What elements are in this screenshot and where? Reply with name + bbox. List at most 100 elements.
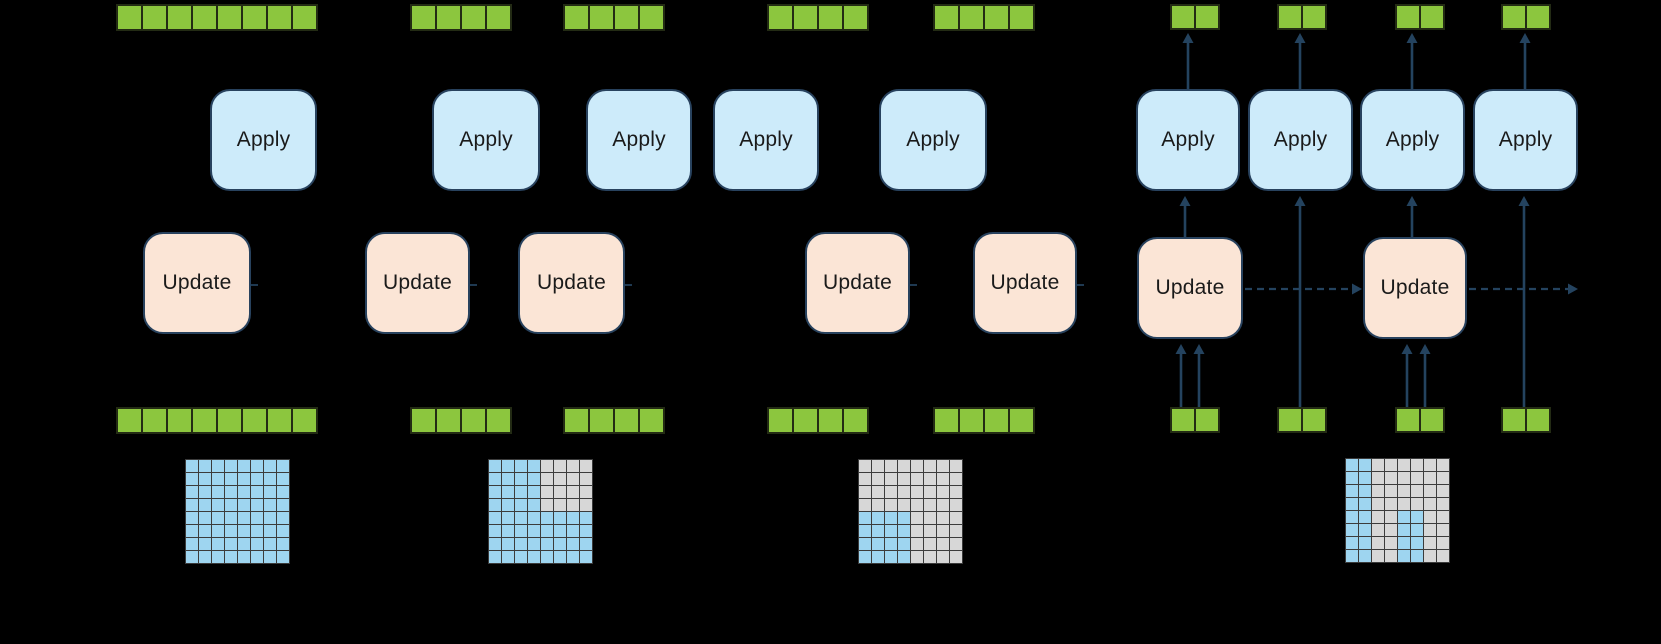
matrix-cell-skipped [1423,497,1437,511]
token-cell [1277,4,1303,30]
matrix-cell-skipped [1436,471,1450,485]
token-cell [1008,4,1035,31]
apply-box: Apply [432,89,540,191]
matrix-cell-skipped [1397,458,1411,472]
token-cell [485,4,512,31]
matrix-cell-skipped [1384,523,1398,537]
apply-box: Apply [1360,89,1465,191]
bottom-token-group [116,407,318,434]
matrix-cell-skipped [1423,458,1437,472]
token-cell [116,407,143,434]
update-label: Update [383,271,452,294]
matrix-cell-skipped [1397,484,1411,498]
matrix-cell-skipped [1371,536,1385,550]
state-matrix [1345,458,1450,563]
apply-label: Apply [459,128,513,151]
matrix-cell-skipped [1436,458,1450,472]
update-label: Update [990,271,1060,294]
matrix-cell-skipped [1436,549,1450,563]
token-cell [563,4,590,31]
apply-label: Apply [739,128,793,151]
matrix-cell-computed [1358,536,1372,550]
top-token-group [767,4,869,31]
matrix-cell-computed [276,550,290,564]
token-cell [291,407,318,434]
matrix-cell-skipped [1371,471,1385,485]
matrix-cell-skipped [949,550,963,564]
token-cell [435,407,462,434]
update-box: Update [1363,237,1467,339]
token-cell [485,407,512,434]
matrix-cell-computed [1358,471,1372,485]
token-cell [1419,407,1445,433]
matrix-cell-skipped [1384,471,1398,485]
matrix-cell-computed [1358,497,1372,511]
token-cell [191,4,218,31]
token-cell [1501,4,1527,30]
top-token-group [1395,4,1445,30]
matrix-cell-skipped [1371,510,1385,524]
token-cell [1194,4,1220,30]
matrix-cell-skipped [1371,458,1385,472]
token-cell [166,4,193,31]
token-cell [1419,4,1445,30]
matrix-cell-skipped [1397,497,1411,511]
matrix-cell-computed [1345,536,1359,550]
apply-label: Apply [906,128,960,151]
token-cell [1395,407,1421,433]
apply-box: Apply [713,89,819,191]
matrix-cell-skipped [1384,497,1398,511]
update-box: Update [518,232,625,334]
token-cell [216,4,243,31]
token-cell [1525,4,1551,30]
token-cell [1395,4,1421,30]
token-cell [1170,4,1196,30]
token-cell [792,4,819,31]
top-token-group [410,4,512,31]
matrix-cell-skipped [1423,471,1437,485]
token-cell [1301,4,1327,30]
apply-label: Apply [1498,128,1553,151]
matrix-cell-computed [1345,549,1359,563]
matrix-cell-computed [1345,510,1359,524]
apply-box: Apply [879,89,987,191]
matrix-cell-skipped [1384,484,1398,498]
token-cell [958,4,985,31]
apply-box: Apply [586,89,692,191]
apply-label: Apply [1161,128,1215,151]
matrix-cell-computed [579,550,593,564]
matrix-cell-skipped [1423,484,1437,498]
matrix-cell-computed [1345,484,1359,498]
matrix-cell-computed [1410,510,1424,524]
update-box: Update [973,232,1077,334]
token-cell [1301,407,1327,433]
matrix-cell-computed [1345,497,1359,511]
top-token-group [1501,4,1551,30]
token-cell [842,4,869,31]
token-cell [1525,407,1551,433]
token-cell [1194,407,1220,433]
dash-stub [250,284,258,286]
matrix-cell-skipped [1384,510,1398,524]
matrix-cell-skipped [1397,471,1411,485]
apply-box: Apply [1136,89,1240,191]
matrix-cell-computed [1345,523,1359,537]
update-box: Update [805,232,910,334]
matrix-cell-skipped [1384,458,1398,472]
matrix-cell-skipped [1436,510,1450,524]
matrix-cell-skipped [1371,523,1385,537]
matrix-cell-skipped [1423,510,1437,524]
matrix-cell-computed [1410,523,1424,537]
apply-label: Apply [612,128,666,151]
state-matrix [488,459,593,564]
matrix-cell-skipped [1371,484,1385,498]
matrix-cell-computed [1397,549,1411,563]
update-label: Update [1380,276,1450,299]
top-token-group [933,4,1035,31]
matrix-cell-computed [1345,471,1359,485]
matrix-cell-skipped [1436,484,1450,498]
token-cell [767,4,794,31]
token-cell [767,407,794,434]
